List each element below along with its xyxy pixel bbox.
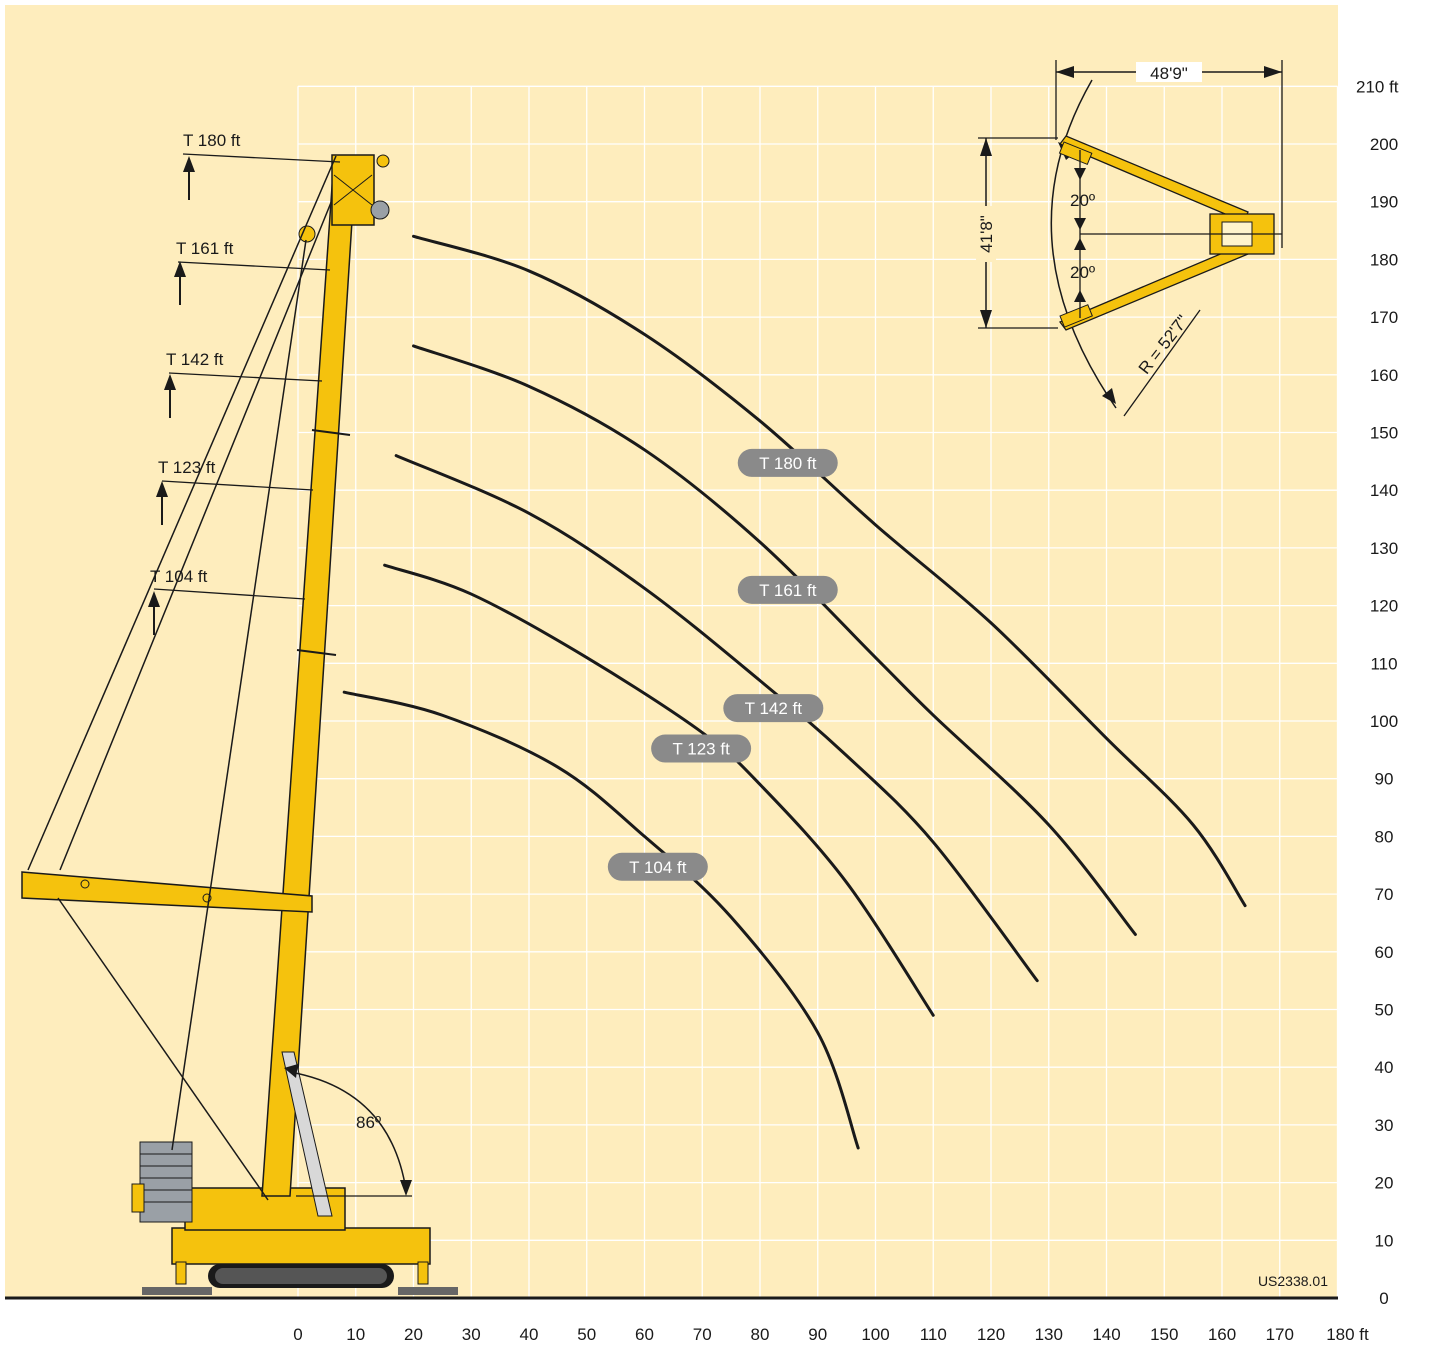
curve-label-text: T 123 ft bbox=[672, 740, 730, 759]
boom-head bbox=[331, 154, 375, 226]
x-tick-label: 150 bbox=[1150, 1325, 1178, 1344]
boom-angle-arc bbox=[289, 1071, 407, 1191]
x-tick-label: 50 bbox=[577, 1325, 596, 1344]
x-tick-label: 180 ft bbox=[1326, 1325, 1369, 1344]
load-curve bbox=[412, 234, 1247, 908]
x-tick-label: 0 bbox=[293, 1325, 302, 1344]
load-curve bbox=[394, 454, 1039, 983]
boom-angle-label: 86º bbox=[356, 1113, 381, 1132]
x-tick-label: 90 bbox=[808, 1325, 827, 1344]
y-tick-label: 50 bbox=[1375, 1001, 1394, 1020]
x-tick-label: 170 bbox=[1266, 1325, 1294, 1344]
length-arrows bbox=[148, 156, 195, 635]
y-tick-label: 100 bbox=[1370, 712, 1398, 731]
y-tick-label: 110 bbox=[1370, 654, 1397, 673]
derrick-mast bbox=[21, 871, 313, 913]
curve-label-text: T 161 ft bbox=[759, 581, 817, 600]
radius-arc bbox=[1050, 79, 1117, 409]
load-curve bbox=[383, 563, 935, 1017]
tip-label-180: T 180 ft bbox=[183, 131, 241, 150]
chart-background bbox=[5, 5, 1338, 1298]
tip-label-142: T 142 ft bbox=[166, 350, 224, 369]
y-tick-label: 140 bbox=[1370, 481, 1398, 500]
x-tick-label: 60 bbox=[635, 1325, 654, 1344]
curve-label-text: T 104 ft bbox=[629, 858, 687, 877]
angle-label-upper: 20º bbox=[1070, 191, 1095, 210]
x-tick-label: 100 bbox=[861, 1325, 889, 1344]
x-tick-label: 110 bbox=[920, 1325, 947, 1344]
depth-dimension-label: 41'8" bbox=[977, 215, 996, 253]
y-tick-label: 70 bbox=[1375, 885, 1394, 904]
y-tick-label: 60 bbox=[1375, 943, 1394, 962]
upper-arm bbox=[1058, 135, 1249, 223]
curve-label-pill bbox=[737, 575, 838, 604]
pendant-line bbox=[27, 155, 337, 871]
x-tick-label: 80 bbox=[751, 1325, 770, 1344]
y-tick-label: 150 bbox=[1370, 424, 1398, 443]
outrigger-beam bbox=[171, 1227, 431, 1265]
luffing-cylinder bbox=[281, 1051, 333, 1217]
y-tick-label: 20 bbox=[1375, 1174, 1394, 1193]
drawing-code: US2338.01 bbox=[1258, 1273, 1328, 1289]
x-tick-label: 10 bbox=[346, 1325, 365, 1344]
outrigger-pad-right bbox=[398, 1287, 458, 1295]
y-tick-label: 130 bbox=[1370, 539, 1398, 558]
outrigger-pad-left bbox=[142, 1287, 212, 1295]
y-tick-label: 160 bbox=[1370, 366, 1398, 385]
load-curves bbox=[342, 234, 1247, 1150]
x-tick-label: 120 bbox=[977, 1325, 1005, 1344]
width-dimension-label: 48'9" bbox=[1150, 64, 1188, 83]
angle-label-lower: 20º bbox=[1070, 263, 1095, 282]
y-tick-label: 40 bbox=[1375, 1058, 1394, 1077]
y-tick-label: 90 bbox=[1375, 770, 1394, 789]
y-tick-label: 120 bbox=[1370, 597, 1398, 616]
y-tick-label: 190 bbox=[1370, 193, 1398, 212]
x-tick-label: 40 bbox=[520, 1325, 539, 1344]
x-axis-ticks: 0 10 20 30 40 50 60 70 80 90 100 110 120 130 140 150 160… bbox=[293, 1325, 1369, 1344]
y-tick-label: 180 bbox=[1370, 250, 1398, 269]
curve-label-pill bbox=[737, 448, 838, 477]
hook-block bbox=[370, 200, 390, 220]
grid bbox=[297, 85, 1339, 1299]
radius-line bbox=[1123, 309, 1201, 417]
curve-label-pill bbox=[723, 694, 824, 723]
x-tick-label: 70 bbox=[693, 1325, 712, 1344]
y-tick-label: 170 bbox=[1370, 308, 1398, 327]
tip-label-104: T 104 ft bbox=[150, 567, 208, 586]
x-tick-label: 20 bbox=[404, 1325, 423, 1344]
y-tick-label: 30 bbox=[1375, 1116, 1394, 1135]
tip-label-161: T 161 ft bbox=[176, 239, 234, 258]
load-curve bbox=[342, 690, 860, 1150]
x-tick-label: 160 bbox=[1208, 1325, 1236, 1344]
counterweight bbox=[139, 1141, 193, 1223]
x-tick-label: 130 bbox=[1035, 1325, 1063, 1344]
x-tick-label: 30 bbox=[462, 1325, 481, 1344]
y-tick-label: 10 bbox=[1375, 1231, 1394, 1250]
tip-label-123: T 123 ft bbox=[158, 458, 216, 477]
y-tick-label: 80 bbox=[1375, 827, 1394, 846]
curve-labels: T 180 ft T 161 ft T 142 ft T 123 ft T 104 ft bbox=[607, 448, 838, 881]
curve-label-text: T 180 ft bbox=[759, 454, 817, 473]
y-tick-label: 0 bbox=[1379, 1289, 1388, 1308]
y-tick-label: 200 bbox=[1370, 135, 1398, 154]
curve-label-text: T 142 ft bbox=[745, 699, 803, 718]
x-tick-label: 140 bbox=[1092, 1325, 1120, 1344]
curve-label-pill bbox=[651, 734, 752, 763]
sheave bbox=[298, 225, 316, 243]
crane-illustration: T 180 ft T 161 ft T 142 ft T 123 ft T 10… bbox=[21, 131, 458, 1295]
y-tick-label: 210 ft bbox=[1356, 77, 1399, 96]
curve-label-pill bbox=[607, 852, 708, 881]
y-axis-ticks: 0 10 20 30 40 50 60 70 80 90 100 110 120 130 140 150 160… bbox=[1356, 77, 1399, 1308]
